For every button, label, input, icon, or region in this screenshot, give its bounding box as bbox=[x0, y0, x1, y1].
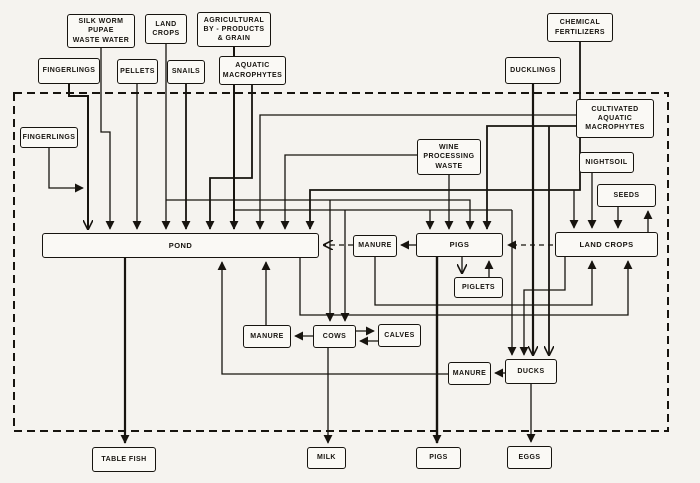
box-chemical-fertilizers: CHEMICAL FERTILIZERS bbox=[547, 13, 613, 42]
edge-cultivated-pigs bbox=[482, 125, 576, 230]
edge-fingerlings-int-join bbox=[48, 148, 84, 193]
box-eggs: EGGS bbox=[507, 446, 552, 469]
edge-wine-pond bbox=[280, 154, 417, 230]
box-piglets: PIGLETS bbox=[454, 277, 503, 298]
box-fingerlings-external: FINGERLINGS bbox=[38, 58, 100, 84]
edge-aquaticmacro-pond bbox=[205, 85, 253, 230]
edge-manureduck-pond bbox=[217, 261, 448, 375]
system-boundary bbox=[13, 92, 669, 432]
edge-cultivated-pond bbox=[255, 114, 576, 230]
edge-manurepig-landcrops bbox=[374, 257, 597, 306]
box-manure-cow: MANURE bbox=[243, 325, 291, 348]
box-fingerlings-internal: FINGERLINGS bbox=[20, 127, 78, 148]
box-land-crops-input: LAND CROPS bbox=[145, 14, 187, 44]
edge-landcrops-ducks bbox=[519, 257, 566, 356]
box-ducklings: DUCKLINGS bbox=[505, 57, 561, 84]
box-agricultural-byproducts-grain: AGRICULTURAL BY - PRODUCTS & GRAIN bbox=[197, 12, 271, 47]
box-milk: MILK bbox=[307, 447, 346, 469]
box-aquatic-macrophytes: AQUATIC MACROPHYTES bbox=[219, 56, 286, 85]
box-cultivated-aquatic-macrophytes: CULTIVATED AQUATIC MACROPHYTES bbox=[576, 99, 654, 138]
box-manure-pig: MANURE bbox=[353, 235, 397, 257]
box-wine-processing-waste: WINE PROCESSING WASTE bbox=[417, 139, 481, 175]
box-table-fish: TABLE FISH bbox=[92, 447, 156, 472]
box-nightsoil: NIGHTSOIL bbox=[579, 152, 634, 173]
edge-pond-landcrops bbox=[299, 258, 633, 316]
box-seeds: SEEDS bbox=[597, 184, 656, 207]
box-calves: CALVES bbox=[378, 324, 421, 347]
edge-fingerlings-ext-pond bbox=[68, 84, 88, 229]
box-snails: SNAILS bbox=[167, 60, 205, 84]
edge-landcropsinput-pigs bbox=[166, 199, 475, 230]
box-ducks: DUCKS bbox=[505, 359, 557, 384]
box-pigs: PIGS bbox=[416, 233, 503, 257]
edge-silkworm-pond bbox=[100, 48, 115, 230]
box-pond: POND bbox=[42, 233, 319, 258]
box-manure-duck: MANURE bbox=[448, 362, 491, 385]
box-pigs-output: PIGS bbox=[416, 447, 461, 469]
box-silk-worm-pupae-waste-water: SILK WORM PUPAE WASTE WATER bbox=[67, 14, 135, 48]
box-land-crops-main: LAND CROPS bbox=[555, 232, 658, 257]
box-cows: COWS bbox=[313, 325, 356, 348]
box-pellets: PELLETS bbox=[117, 59, 158, 84]
